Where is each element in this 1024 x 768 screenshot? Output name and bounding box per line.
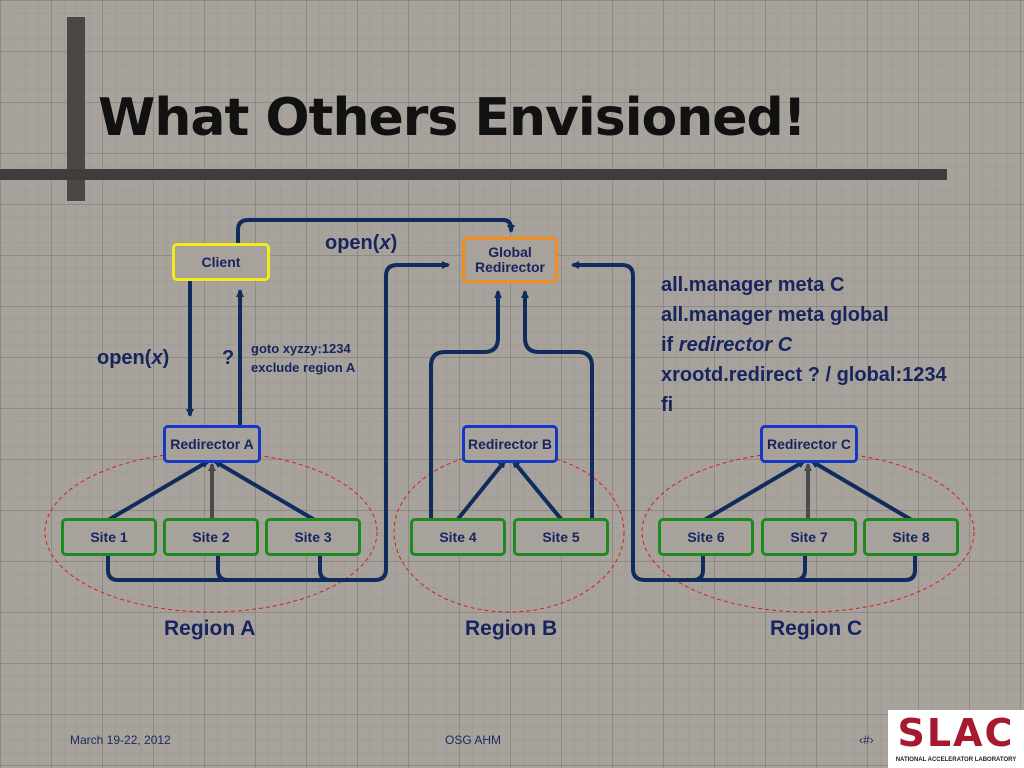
site-7-label: Site 7 bbox=[790, 528, 828, 545]
config-line-3: if redirector C bbox=[661, 334, 793, 356]
redirector-a-node: Redirector A bbox=[163, 425, 261, 463]
global-label-line2: Redirector bbox=[474, 259, 546, 275]
site-2-node: Site 2 bbox=[163, 518, 259, 556]
slac-logo: SLAC NATIONAL ACCELERATOR LABORATORY bbox=[888, 710, 1024, 768]
open-top-label: open(x) bbox=[325, 232, 398, 254]
site1-to-redirector-a-arrow bbox=[108, 460, 210, 521]
region-a-bus-to-global-arrow bbox=[106, 261, 450, 582]
client-label: Client bbox=[201, 253, 241, 270]
config-line-2: all.manager meta global bbox=[661, 304, 889, 326]
global-label-line1: Global bbox=[488, 244, 532, 260]
site-8-label: Site 8 bbox=[892, 528, 930, 545]
site-3-label: Site 3 bbox=[294, 528, 332, 545]
redirector-b-node: Redirector B bbox=[462, 425, 558, 463]
redirector-c-label: Redirector C bbox=[766, 435, 852, 452]
site2-bus-drop bbox=[216, 554, 230, 582]
region-a-label: Region A bbox=[164, 617, 256, 640]
site7-bus-drop bbox=[793, 554, 807, 582]
config-line-4: xrootd.redirect ? / global:1234 bbox=[661, 364, 947, 386]
site-1-node: Site 1 bbox=[61, 518, 157, 556]
site-5-node: Site 5 bbox=[513, 518, 609, 556]
footer-event: OSG AHM bbox=[445, 733, 502, 747]
config-block: all.manager meta C all.manager meta glob… bbox=[661, 270, 947, 420]
config-line-1: all.manager meta C bbox=[661, 274, 845, 296]
site4-to-redirector-b-arrow bbox=[456, 459, 506, 521]
client-to-global-arrow bbox=[236, 218, 515, 245]
site3-bus-drop bbox=[318, 554, 332, 582]
config-line-5: fi bbox=[661, 394, 674, 416]
goto-label: goto xyzzy:1234 bbox=[251, 341, 351, 356]
footer-date: March 19-22, 2012 bbox=[70, 733, 171, 747]
site-6-node: Site 6 bbox=[658, 518, 754, 556]
title-accent-bar bbox=[67, 17, 85, 201]
region-b-right-to-global-arrow bbox=[521, 290, 594, 522]
site6-bus-drop bbox=[691, 554, 705, 582]
site-6-label: Site 6 bbox=[687, 528, 725, 545]
site8-to-redirector-c-arrow bbox=[810, 460, 912, 521]
redirector-c-node: Redirector C bbox=[760, 425, 858, 463]
open-left-label: open(x) bbox=[97, 347, 170, 369]
question-label: ? bbox=[222, 347, 235, 369]
region-b-label: Region B bbox=[465, 617, 558, 640]
client-node: Client bbox=[172, 243, 270, 281]
site-3-node: Site 3 bbox=[265, 518, 361, 556]
logo-text: SLAC bbox=[897, 711, 1015, 755]
site-7-node: Site 7 bbox=[761, 518, 857, 556]
region-c-bus-to-global-arrow bbox=[571, 261, 917, 582]
slide-title: What Others Envisioned! bbox=[98, 88, 806, 148]
site-4-label: Site 4 bbox=[439, 528, 477, 545]
site6-to-redirector-c-arrow bbox=[704, 460, 806, 521]
global-redirector-node: Global Redirector bbox=[462, 237, 558, 283]
site3-to-redirector-a-arrow bbox=[213, 460, 315, 521]
site-2-label: Site 2 bbox=[192, 528, 230, 545]
site-8-node: Site 8 bbox=[863, 518, 959, 556]
site5-to-redirector-b-arrow bbox=[512, 459, 563, 521]
redirector-b-label: Redirector B bbox=[467, 435, 553, 452]
footer-page-number: ‹#› bbox=[859, 733, 874, 747]
title-underline-bar bbox=[0, 169, 947, 180]
exclude-label: exclude region A bbox=[251, 360, 356, 375]
site-5-label: Site 5 bbox=[542, 528, 580, 545]
redirector-a-label: Redirector A bbox=[170, 435, 254, 452]
site-1-label: Site 1 bbox=[90, 528, 128, 545]
region-b-left-to-global-arrow bbox=[429, 290, 502, 522]
logo-subtitle: NATIONAL ACCELERATOR LABORATORY bbox=[895, 757, 1017, 763]
site-4-node: Site 4 bbox=[410, 518, 506, 556]
region-c-label: Region C bbox=[770, 617, 863, 640]
